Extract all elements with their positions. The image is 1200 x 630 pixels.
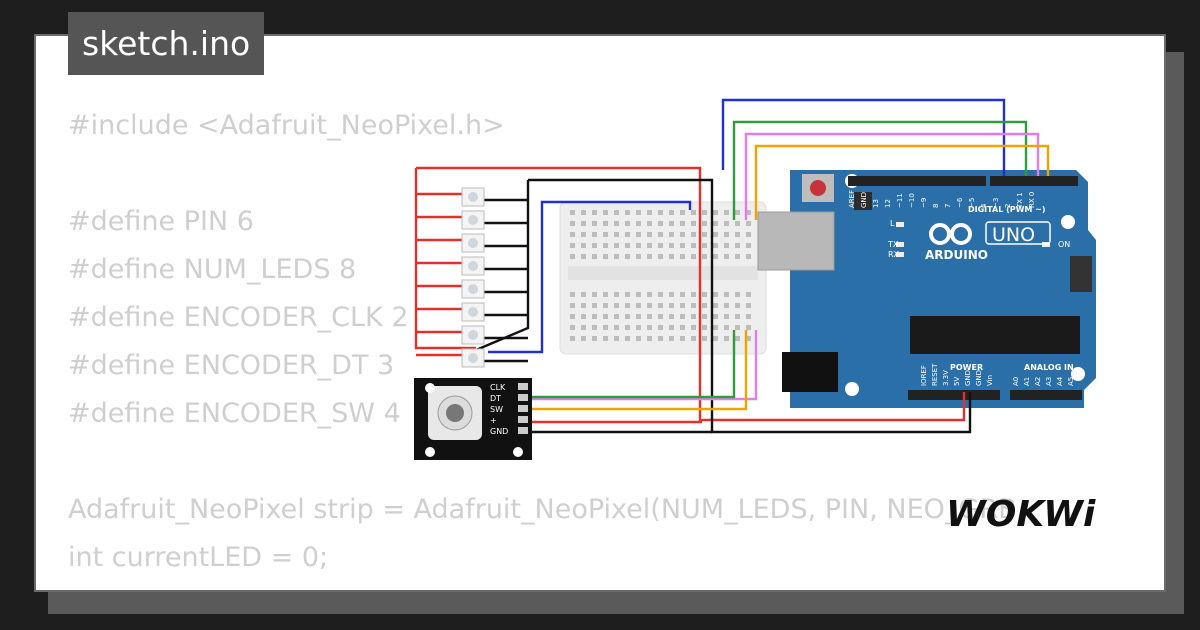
encoder-pin[interactable] [518,427,528,434]
power-jack [782,352,838,392]
encoder-pin[interactable] [518,383,528,390]
code-line: Adafruit_NeoPixel strip = Adafruit_NeoPi… [68,494,1017,525]
board-pin-label: A2 [1034,377,1042,386]
neopixel-led [461,187,485,207]
board-pin-label: AREF [848,190,856,208]
wires [414,98,1050,434]
code-line: #define NUM_LEDS 8 [68,254,357,285]
file-title: sketch.ino [68,12,265,75]
encoder-pin-label: DT [490,394,501,403]
board-pin-label: A0 [1012,377,1020,386]
neopixel-led [461,279,485,299]
board-pin-label: ~11 [896,193,904,208]
board-pin-label: ~5 [968,198,976,208]
board-pin-label: TX 1 [1016,192,1024,209]
neopixel-led [461,210,485,230]
board-pin-label: 8 [932,204,940,208]
board-pin-label: 3.3V [942,370,950,386]
board-pin-label: RX 0 [1028,192,1036,208]
code-line: #define ENCODER_DT 3 [68,350,395,381]
neopixel-led [461,302,485,322]
board-pin-label: A5 [1067,377,1075,386]
wokwi-logo: WOKWi [946,494,1096,535]
reset-button[interactable] [810,180,826,196]
encoder-pin-label: CLK [490,383,506,392]
board-pin-label: GND [964,370,972,386]
wokwi-logo-text: WOKWi [946,494,1096,535]
board-pin-label: ~9 [920,198,928,208]
code-line: int currentLED = 0; [68,542,329,573]
board-pin-label: 13 [872,199,880,208]
board-pin-label: GND [975,370,983,386]
code-line: #include <Adafruit_NeoPixel.h> [68,110,505,141]
analog-label: ANALOG IN [1024,363,1074,372]
board-pin-label: Vin [986,375,994,386]
breadboard [559,201,767,355]
board-pin-label: 12 [884,199,892,208]
circuit-diagram: ARDUINO UNO ON DIGITAL (PWM ~) L TX RX P… [414,98,1096,460]
code-preview: #include <Adafruit_NeoPixel.h> #define P… [68,102,1017,590]
encoder-pin[interactable] [518,394,528,401]
encoder-pin-label: GND [490,427,508,436]
neopixel-led [461,256,485,276]
code-line: #define ENCODER_SW 4 [68,398,401,429]
board-pin-label: 2 [1004,204,1012,208]
code-line: int brightness = 50; [68,582,1017,590]
neopixel-led [461,348,485,368]
code-line: #define ENCODER_CLK 2 [68,302,409,333]
board-pin-label: A1 [1023,377,1031,386]
usb-port [757,211,835,271]
board-pin-label: IOREF [920,365,928,386]
neopixel-strip [461,187,485,368]
board-pin-label: ~10 [908,193,916,208]
board-model: UNO [992,224,1035,246]
rotary-encoder[interactable]: CLK DT SW + GND [414,378,532,460]
on-led-label: ON [1058,240,1070,249]
neopixel-led [461,325,485,345]
digital-label: DIGITAL (PWM ~) [968,205,1046,214]
arduino-logo-text: ARDUINO [925,248,988,262]
atmega-chip [910,316,1080,354]
encoder-pin[interactable] [518,416,528,423]
encoder-knob-icon[interactable] [446,404,464,422]
encoder-pin-label: + [490,416,497,425]
board-pin-label: A3 [1045,377,1053,386]
board-pin-label: 5V [953,377,961,386]
board-pin-label: A4 [1056,376,1064,386]
power-label: POWER [950,363,983,372]
led-rx-label: RX [888,250,900,259]
board-pin-label: ~3 [992,198,1000,208]
encoder-pin[interactable] [518,405,528,412]
arduino-logo-icon [929,223,972,245]
board-pin-label: ~6 [956,197,964,208]
arduino-uno-board: ARDUINO UNO ON DIGITAL (PWM ~) L TX RX P… [757,170,1096,408]
code-line: #define PIN 6 [68,206,254,237]
board-pin-label: 7 [944,204,952,208]
board-pin-label: RESET [931,363,939,386]
encoder-pin-label: SW [490,405,503,414]
led-tx-label: TX [887,240,899,249]
neopixel-led [461,233,485,253]
led-l-label: L [890,219,895,228]
board-pin-label: GND [860,192,868,208]
board-pin-label: 4 [980,203,988,208]
